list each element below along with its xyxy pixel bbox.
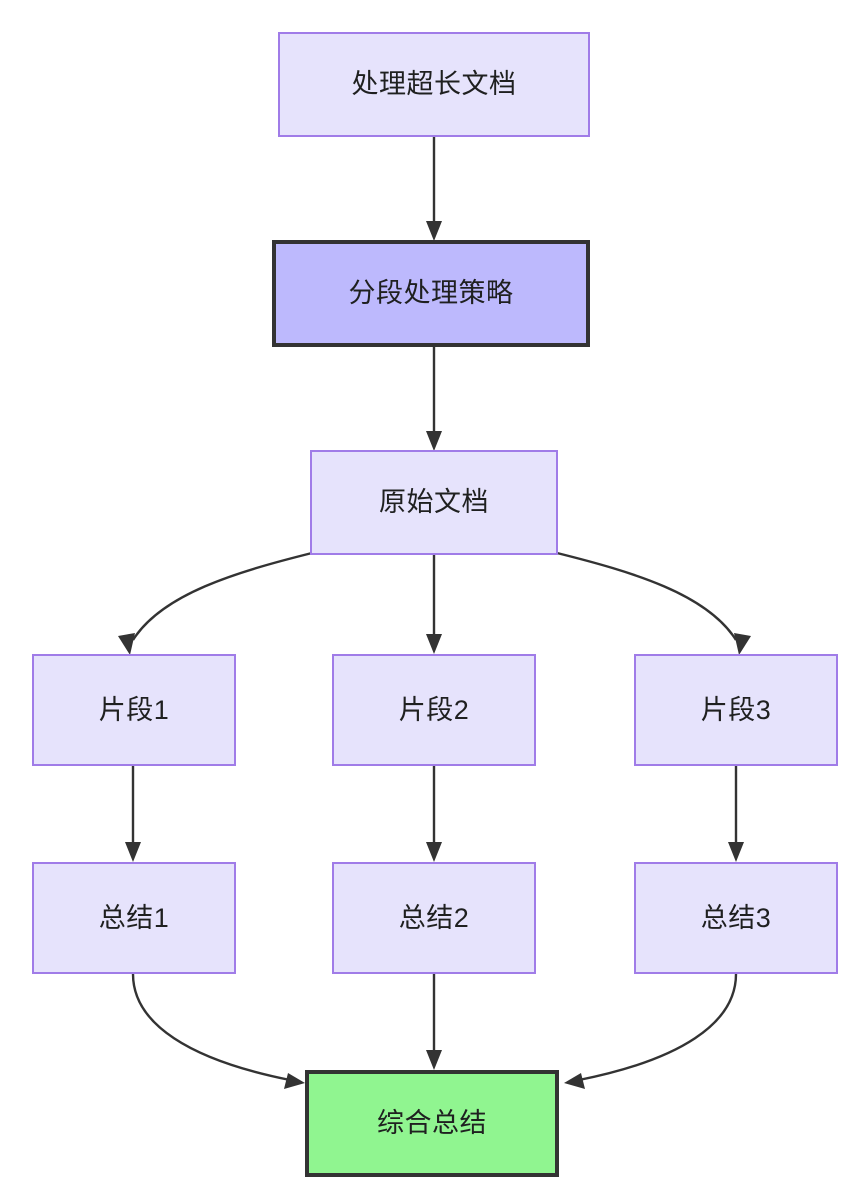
node-label: 原始文档: [379, 487, 489, 518]
node-label: 片段3: [700, 694, 772, 725]
node-final-summary[interactable]: 综合总结: [305, 1070, 559, 1177]
edge-chunk1-to-summary1: [125, 766, 141, 862]
node-label: 分段处理策略: [348, 278, 514, 309]
node-label: 总结2: [398, 902, 470, 933]
node-summary-2[interactable]: 总结2: [332, 862, 536, 974]
node-chunk-1[interactable]: 片段1: [32, 654, 236, 766]
node-chunking-strategy[interactable]: 分段处理策略: [272, 240, 590, 347]
edge-summary1-to-final: [131, 973, 305, 1089]
edge-root-to-strategy: [426, 137, 442, 241]
edge-summary3-to-final: [564, 973, 738, 1089]
edge-source-to-chunk3: [556, 551, 751, 655]
edge-chunk2-to-summary2: [426, 766, 442, 862]
node-chunk-3[interactable]: 片段3: [634, 654, 838, 766]
node-label: 综合总结: [377, 1108, 487, 1139]
node-label: 总结3: [700, 902, 772, 933]
edge-source-to-chunk2: [426, 555, 442, 654]
node-summary-3[interactable]: 总结3: [634, 862, 838, 974]
node-label: 处理超长文档: [351, 69, 517, 100]
edge-chunk3-to-summary3: [728, 766, 744, 862]
edge-source-to-chunk1: [118, 551, 313, 655]
node-process-long-document[interactable]: 处理超长文档: [278, 32, 590, 137]
node-chunk-2[interactable]: 片段2: [332, 654, 536, 766]
node-label: 片段1: [98, 694, 170, 725]
edge-strategy-to-source: [426, 347, 442, 451]
node-label: 片段2: [398, 694, 470, 725]
node-label: 总结1: [98, 902, 170, 933]
node-source-document[interactable]: 原始文档: [310, 450, 558, 555]
node-summary-1[interactable]: 总结1: [32, 862, 236, 974]
edge-summary2-to-final: [426, 974, 442, 1070]
